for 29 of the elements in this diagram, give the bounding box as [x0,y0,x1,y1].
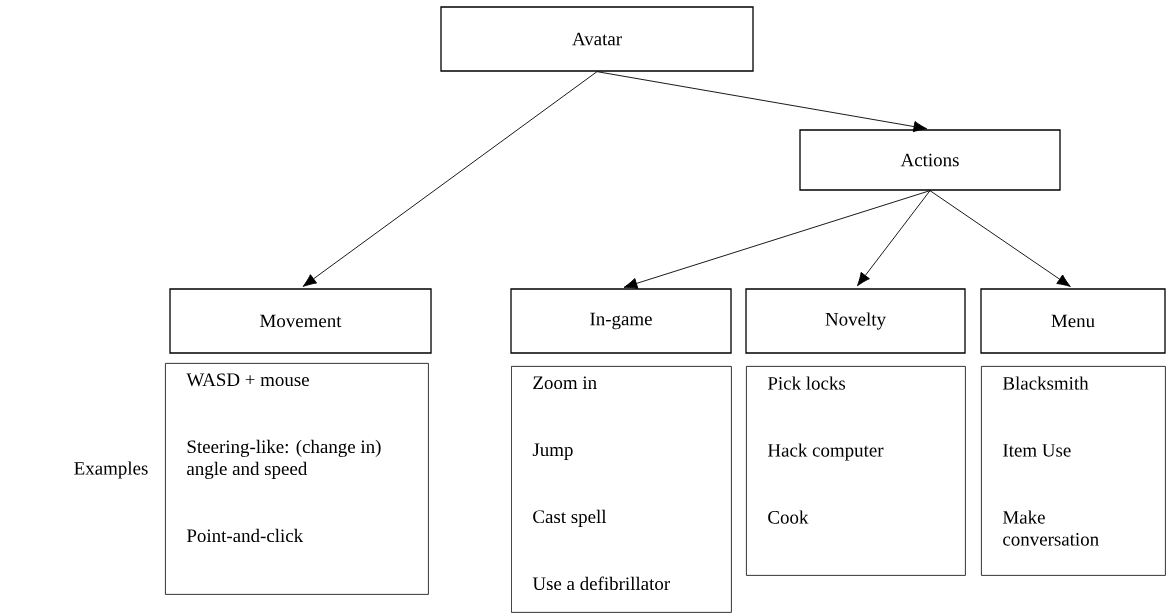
example-text: Steering-like: (change in) angle and speed [187,439,381,479]
examples-box [746,366,966,576]
examples-box [165,363,429,595]
example-text: Zoom in [533,376,597,390]
example-text: Hack computer [767,443,884,461]
heading-box: Movement [169,288,432,354]
heading-box: Actions [799,129,1061,191]
example-text: Use a defibrillator [532,576,670,591]
arrow [596,71,928,133]
example-text: Make conversation [1002,510,1099,546]
example-text: Pick locks [767,376,846,390]
arrow [302,71,598,287]
example-text: Point-and-click [186,528,304,543]
heading-box: Novelty [745,288,966,354]
examples-box [981,366,1166,576]
example-text: Jump [532,443,573,460]
examples-box [511,366,732,613]
heading-box: In-game [510,288,732,354]
example-text: Blacksmith [1002,376,1089,390]
row-label: Examples [74,461,148,479]
arrow [623,190,931,289]
example-text: Item Use [1003,444,1071,457]
example-text: Cast spell [533,509,607,527]
arrow [929,190,1071,287]
arrow [857,190,931,287]
heading-box: Menu [980,288,1166,354]
example-text: Cook [768,510,809,524]
example-text: WASD + mouse [186,373,309,387]
heading-box: Avatar [440,6,754,72]
